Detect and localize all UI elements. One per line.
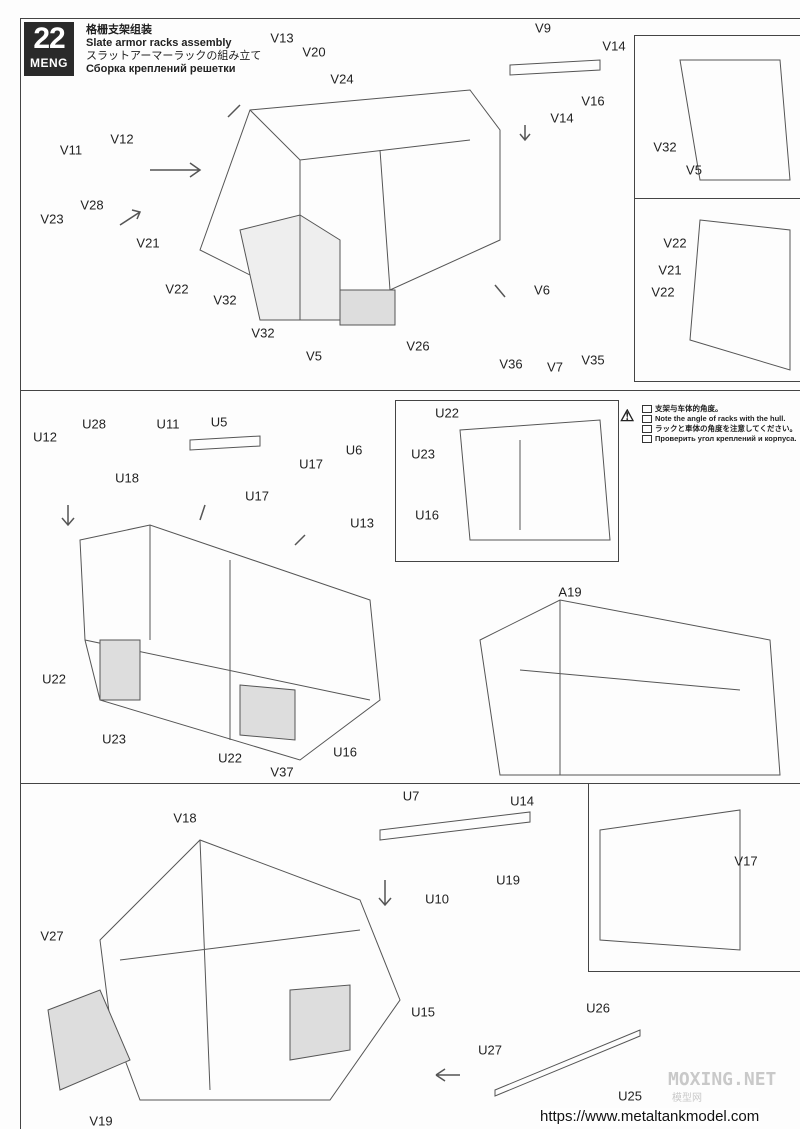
- part-label: V37: [270, 764, 294, 780]
- source-url: https://www.metaltankmodel.com: [540, 1108, 760, 1126]
- note-zh: 支架与车体的角度。: [655, 404, 723, 413]
- flag-icon-ru: [642, 435, 652, 443]
- part-label: U14: [510, 793, 534, 809]
- hull-drawing-top: [199, 89, 501, 301]
- part-label: V14: [602, 38, 626, 54]
- part-label: V11: [59, 142, 83, 158]
- part-label: U22: [218, 750, 242, 766]
- part-label: V26: [406, 338, 430, 354]
- part-label: V21: [658, 262, 682, 278]
- left-border: [20, 18, 21, 1129]
- part-label: V35: [581, 352, 605, 368]
- rack-u5: [189, 435, 261, 451]
- inset-divider: [634, 198, 800, 199]
- brand-logo: MENG: [30, 56, 68, 70]
- rack-v9: [509, 59, 601, 76]
- rack-u26: [494, 1029, 641, 1097]
- part-label: U18: [115, 470, 139, 486]
- part-label: U17: [245, 488, 269, 504]
- part-label: V22: [663, 235, 687, 251]
- part-label: V7: [547, 359, 563, 375]
- part-label: V36: [499, 356, 523, 372]
- note-ja: ラックと車体の角度を注意してください。: [655, 424, 798, 433]
- inset-panel-bottom-right: [588, 783, 800, 972]
- part-label: V21: [136, 235, 160, 251]
- warning-triangle-icon: ⚠: [620, 408, 635, 425]
- inset-panel-top-right: [634, 35, 800, 382]
- inset-panel-middle: [395, 400, 619, 562]
- title-ru: Сборка креплений решетки: [86, 63, 236, 75]
- part-label: V20: [302, 44, 326, 60]
- part-label: V6: [534, 282, 550, 298]
- hull-drawing-bottom: [99, 839, 401, 1101]
- note-box: ⚠ 支架与车体的角度。 Note the angle of racks with…: [620, 404, 797, 444]
- part-label: V32: [653, 139, 677, 155]
- part-label: U11: [156, 416, 180, 432]
- part-label: U28: [82, 416, 106, 432]
- part-label: V17: [734, 853, 758, 869]
- hull-drawing-a19: [479, 599, 781, 776]
- part-label: U23: [411, 446, 435, 462]
- part-label: U16: [333, 744, 357, 760]
- part-label: V9: [535, 20, 551, 36]
- part-label: V18: [173, 810, 197, 826]
- part-label: V5: [686, 162, 702, 178]
- step-badge: 22 MENG: [24, 22, 74, 76]
- note-ru: Проверить угол креплений и корпуса.: [655, 434, 797, 443]
- part-label: A19: [558, 584, 582, 600]
- flag-icon-zh: [642, 405, 652, 413]
- title-zh: 格栅支架组装: [86, 24, 152, 36]
- part-label: U6: [345, 442, 363, 458]
- top-border: [20, 18, 800, 19]
- part-label: V5: [306, 348, 322, 364]
- section-divider: [20, 390, 800, 391]
- part-label: V13: [270, 30, 294, 46]
- part-label: V32: [251, 325, 275, 341]
- part-label: U10: [425, 891, 449, 907]
- part-label: U12: [33, 429, 57, 445]
- rack-u7: [379, 811, 531, 841]
- title-en: Slate armor racks assembly: [86, 37, 232, 49]
- part-label: U7: [402, 788, 420, 804]
- part-label: U17: [299, 456, 323, 472]
- hull-drawing-middle: [79, 524, 381, 761]
- part-label: V16: [581, 93, 605, 109]
- part-label: U22: [42, 671, 66, 687]
- part-label: U15: [411, 1004, 435, 1020]
- part-label: V27: [40, 928, 64, 944]
- part-label: U13: [350, 515, 374, 531]
- watermark-logo: MOXING.NET: [668, 1069, 777, 1090]
- part-label: U25: [618, 1088, 642, 1104]
- note-en: Note the angle of racks with the hull.: [655, 414, 786, 423]
- part-label: U22: [435, 405, 459, 421]
- flag-icon-en: [642, 415, 652, 423]
- step-number: 22: [33, 22, 65, 55]
- step-titles: 格栅支架组装 Slate armor racks assembly スラットアー…: [86, 24, 261, 76]
- section-divider: [20, 783, 800, 784]
- title-ja: スラットアーマーラックの組み立て: [86, 50, 262, 62]
- part-label: V23: [40, 211, 64, 227]
- part-label: U27: [478, 1042, 502, 1058]
- part-label: V32: [213, 292, 237, 308]
- watermark-sub: 模型网: [672, 1093, 702, 1104]
- part-label: V19: [89, 1113, 113, 1129]
- part-label: U16: [415, 507, 439, 523]
- part-label: U5: [210, 414, 228, 430]
- part-label: V28: [80, 197, 104, 213]
- part-label: V22: [165, 281, 189, 297]
- part-label: V24: [330, 71, 354, 87]
- flag-icon-ja: [642, 425, 652, 433]
- part-label: U26: [586, 1000, 610, 1016]
- part-label: V12: [110, 131, 134, 147]
- part-label: V14: [550, 110, 574, 126]
- part-label: V22: [651, 284, 675, 300]
- part-label: U19: [496, 872, 520, 888]
- part-label: U23: [102, 731, 126, 747]
